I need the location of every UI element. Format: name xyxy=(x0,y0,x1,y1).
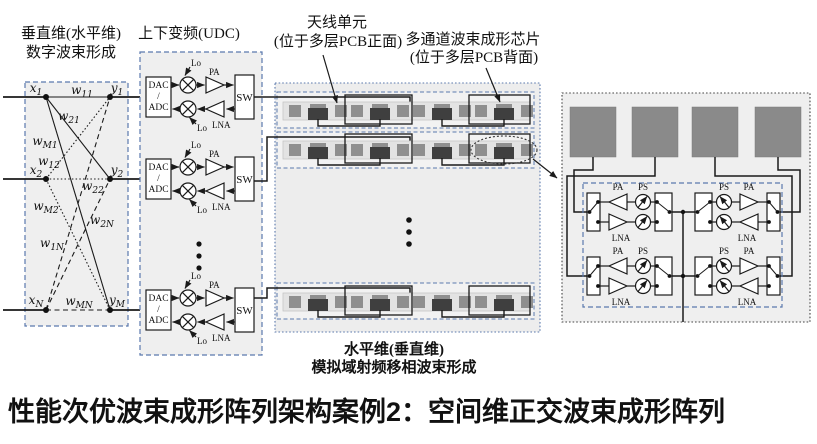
udc-ellipsis xyxy=(196,241,202,271)
svg-text:LNA: LNA xyxy=(612,233,631,243)
svg-text:DAC: DAC xyxy=(148,163,168,173)
svg-text:PA: PA xyxy=(209,67,220,77)
bf-chip-label-line2: (位于多层PCB背面) xyxy=(410,49,538,66)
input-label-x2: x2 xyxy=(30,163,43,180)
antenna-patch-2 xyxy=(631,106,679,158)
cell-labels: PA PS LNA PA PS LNA PS PA LNA PS PA LNA xyxy=(612,182,757,307)
svg-text:PS: PS xyxy=(719,246,729,256)
antenna-unit-label-line2: (位于多层PCB正面) xyxy=(274,33,402,50)
svg-text:LNA: LNA xyxy=(738,297,757,307)
digital-bf-title-line2: 数字波束形成 xyxy=(26,44,116,61)
svg-text:SW: SW xyxy=(236,92,253,104)
svg-text:ADC: ADC xyxy=(148,103,168,113)
antenna-feed-2 xyxy=(566,157,656,277)
antenna-patch-3 xyxy=(691,106,739,158)
svg-text:LNA: LNA xyxy=(738,233,757,243)
weight-label-w11: w11 xyxy=(71,83,93,100)
input-label-x1: x1 xyxy=(30,81,43,98)
udc-section: 上下变频(UDC) DAC / ADC SW PA LNA Lo Lo DAC … xyxy=(138,25,263,356)
svg-text:LNA: LNA xyxy=(212,120,231,130)
svg-text:/: / xyxy=(157,174,160,184)
weight-label-wM1: wM1 xyxy=(32,134,57,151)
svg-text:LNA: LNA xyxy=(612,297,631,307)
antenna-unit-label-line1: 天线单元 xyxy=(307,14,367,31)
weight-label-w1N: w1N xyxy=(40,236,65,253)
antenna-feed-1 xyxy=(573,157,594,213)
svg-text:ADC: ADC xyxy=(148,316,168,326)
input-label-xN: xN xyxy=(29,293,45,310)
bf-chip-callout: 多通道波束成形芯片 (位于多层PCB背面) xyxy=(405,31,541,103)
svg-text:PS: PS xyxy=(638,182,648,192)
svg-text:LNA: LNA xyxy=(212,202,231,212)
weight-label-w2N: w2N xyxy=(90,213,115,230)
output-label-yM: yM xyxy=(108,293,126,310)
svg-text:Lo: Lo xyxy=(197,123,207,133)
zoom-callout-arrow xyxy=(532,158,558,179)
svg-text:SW: SW xyxy=(236,174,253,186)
udc-unit-2-labels: DAC / ADC SW PA LNA Lo Lo xyxy=(148,140,253,215)
digital-beamforming-network: 垂直维(水平维) 数字波束形成 x1 x2 xN y1 y2 yM xyxy=(3,25,146,327)
svg-text:LNA: LNA xyxy=(212,333,231,343)
svg-text:PA: PA xyxy=(209,280,220,290)
antenna-patch-4 xyxy=(754,106,802,158)
figure-caption: 性能次优波束成形阵列架构案例2：空间维正交波束成形阵列 xyxy=(8,396,725,427)
svg-text:/: / xyxy=(157,305,160,315)
weight-label-w12: w12 xyxy=(38,154,60,171)
svg-text:Lo: Lo xyxy=(191,140,201,150)
antenna-unit-arrow xyxy=(322,54,338,104)
svg-text:Lo: Lo xyxy=(197,205,207,215)
weight-label-w22: w22 xyxy=(82,179,104,196)
antenna-unit-callout: 天线单元 (位于多层PCB正面) xyxy=(274,14,402,104)
svg-text:PS: PS xyxy=(638,246,648,256)
svg-text:/: / xyxy=(157,92,160,102)
pcb-ellipsis xyxy=(406,217,412,247)
pcb-panel: 水平维(垂直维) 模拟域射频移相波束形成 xyxy=(254,82,558,376)
svg-text:Lo: Lo xyxy=(191,271,201,281)
svg-text:PA: PA xyxy=(613,246,624,256)
weight-label-wM2: wM2 xyxy=(33,199,58,216)
antenna-patch-1 xyxy=(569,106,617,158)
chip-detail-panel: PA PS LNA PA PS LNA PS PA LNA PS PA LNA xyxy=(561,92,811,323)
network-frame xyxy=(24,81,129,327)
svg-text:SW: SW xyxy=(236,305,253,317)
output-label-y1: y1 xyxy=(110,81,124,98)
svg-text:Lo: Lo xyxy=(191,58,201,68)
weight-label-w21: w21 xyxy=(58,109,80,126)
analog-bf-label-line2: 模拟域射频移相波束形成 xyxy=(311,358,476,376)
svg-text:ADC: ADC xyxy=(148,185,168,195)
udc-unit-3-labels: DAC / ADC SW PA LNA Lo Lo xyxy=(148,271,253,346)
svg-text:PA: PA xyxy=(744,246,755,256)
junction-dot-bottom xyxy=(680,273,686,279)
svg-text:Lo: Lo xyxy=(197,336,207,346)
digital-bf-title-line1: 垂直维(水平维) xyxy=(21,25,121,42)
svg-text:DAC: DAC xyxy=(148,294,168,304)
antenna-feed-4 xyxy=(777,157,801,213)
bf-chip-label-line1: 多通道波束成形芯片 xyxy=(405,31,540,48)
weight-label-wMN: wMN xyxy=(65,294,93,311)
junction-dot-top xyxy=(680,209,686,215)
svg-text:PA: PA xyxy=(744,182,755,192)
chip-core-frame xyxy=(582,182,783,308)
bf-chip-arrow xyxy=(485,67,501,103)
udc-title: 上下变频(UDC) xyxy=(138,25,240,42)
analog-bf-label-line1: 水平维(垂直维) xyxy=(344,340,444,358)
network-nodes xyxy=(43,94,113,313)
svg-text:DAC: DAC xyxy=(148,81,168,91)
svg-text:PA: PA xyxy=(209,149,220,159)
svg-text:PS: PS xyxy=(719,182,729,192)
svg-text:PA: PA xyxy=(613,182,624,192)
udc-unit-1-labels: DAC / ADC SW PA LNA Lo Lo xyxy=(148,58,253,133)
zoom-callout-ellipse xyxy=(470,135,538,165)
output-label-y2: y2 xyxy=(110,163,124,180)
antenna-feed-3 xyxy=(714,157,793,277)
weight-edges xyxy=(45,96,111,311)
